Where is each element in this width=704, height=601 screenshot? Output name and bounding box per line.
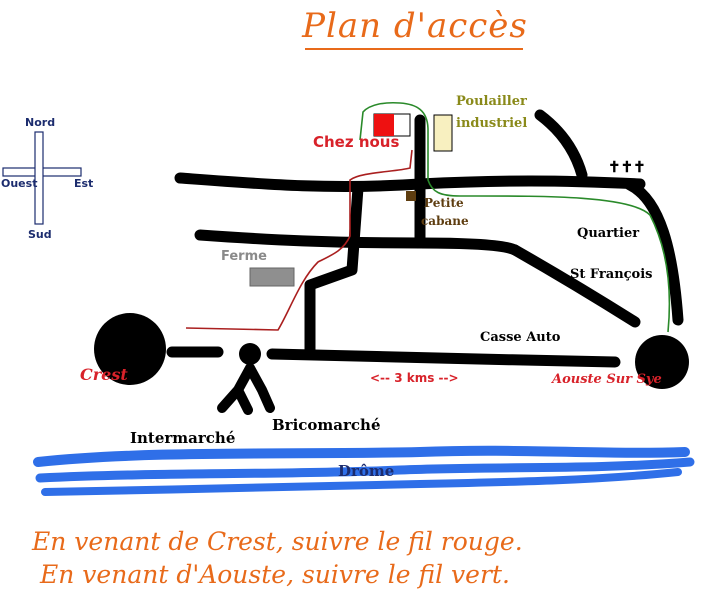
aouste-label: Aouste Sur Sye	[552, 372, 662, 387]
st-francois-label: St François	[570, 267, 653, 282]
crest-town-marker	[94, 313, 166, 385]
casse-auto-label: Casse Auto	[480, 330, 561, 345]
compass-rose	[2, 131, 82, 225]
intermarche-label: Intermarché	[130, 429, 236, 447]
aouste-town-marker	[635, 335, 689, 389]
compass-south-label: Sud	[28, 228, 52, 241]
poulailler-label-line2: industriel	[456, 116, 528, 131]
distance-label: <-- 3 kms -->	[370, 371, 459, 385]
green-route-instruction: En venant d'Aouste, suivre le fil vert.	[40, 560, 510, 589]
drome-label: Drôme	[338, 462, 395, 480]
quartier-label: Quartier	[577, 226, 640, 241]
poulailler-label: Poulailler	[456, 94, 527, 109]
chez-nous-house	[373, 113, 411, 137]
cabane-label-line2: cabane	[421, 214, 469, 228]
bricomarche-label: Bricomarché	[272, 416, 381, 434]
red-route-instruction: En venant de Crest, suivre le fil rouge.	[32, 527, 523, 556]
roundabout	[217, 343, 275, 415]
compass-west-label: Ouest	[1, 177, 38, 190]
red-route	[185, 149, 413, 331]
map-title: Plan d'accès	[302, 6, 528, 46]
compass-north-label: Nord	[25, 116, 56, 129]
ferme-building	[249, 267, 295, 287]
drome-river	[33, 445, 695, 496]
ferme-label: Ferme	[221, 249, 267, 264]
petite-cabane-marker	[406, 191, 416, 201]
roads	[166, 109, 684, 368]
compass-east-label: Est	[74, 177, 94, 190]
green-route	[359, 101, 671, 333]
cabane-label: Petite	[424, 196, 464, 210]
poulailler-building	[433, 114, 453, 152]
cemetery-crosses: ✝✝✝	[608, 158, 646, 176]
crest-label: Crest	[80, 365, 128, 384]
chez-nous-label: Chez nous	[313, 133, 400, 151]
title-underline	[305, 48, 523, 50]
